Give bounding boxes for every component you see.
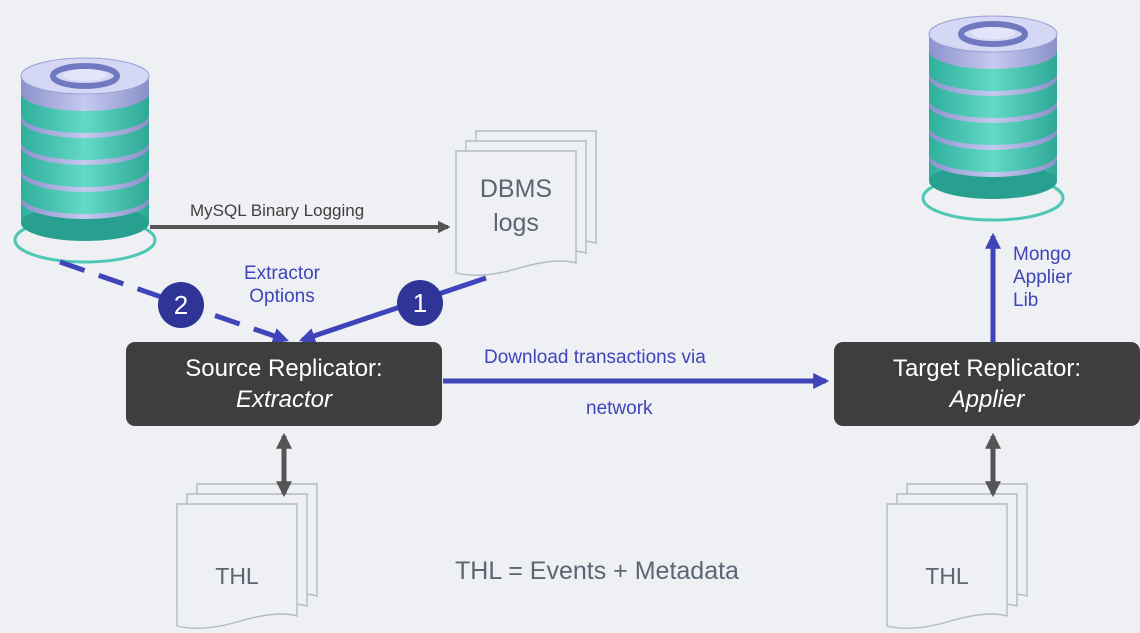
source-replicator-subtitle: Extractor — [235, 386, 333, 413]
dbms-logs-to-extractor-arrow — [298, 275, 487, 344]
dbms-logs-label: DBMS logs — [479, 175, 553, 237]
thl-source-document-icon — [176, 483, 318, 629]
step-1-badge: 1 — [397, 280, 443, 326]
extractor-options-label: Extractor Options — [243, 263, 321, 307]
target-replicator-box: Target Replicator: Applier — [834, 342, 1140, 426]
step-2-badge: 2 — [158, 282, 204, 328]
binary-logging-label: MySQL Binary Logging — [190, 201, 365, 220]
download-transactions-label: Download transactions via — [484, 347, 706, 368]
thl-target-label: THL — [925, 563, 969, 589]
source-replicator-title: Source Replicator: — [185, 355, 383, 382]
target-replicator-subtitle: Applier — [949, 386, 1025, 413]
thl-source-label: THL — [215, 563, 259, 589]
target-database-icon — [923, 16, 1063, 220]
network-label: network — [586, 398, 653, 419]
target-replicator-title: Target Replicator: — [892, 355, 1082, 382]
thl-legend: THL = Events + Metadata — [455, 557, 739, 585]
thl-target-document-icon — [886, 483, 1028, 629]
source-database-icon — [15, 58, 155, 262]
source-replicator-box: Source Replicator: Extractor — [126, 342, 442, 426]
mongo-applier-lib-label: Mongo Applier Lib — [1013, 244, 1073, 311]
